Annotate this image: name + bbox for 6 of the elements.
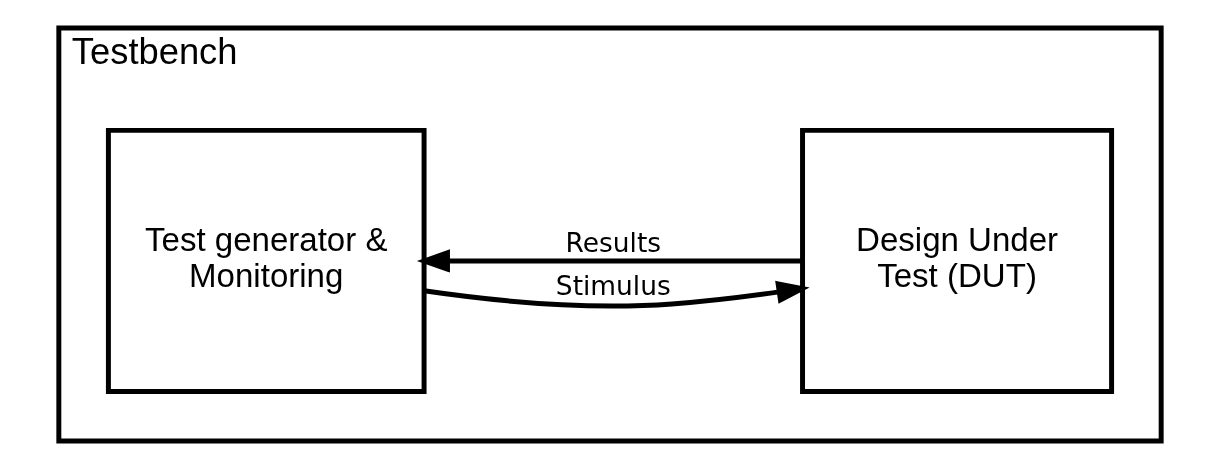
arrow	[423, 280, 810, 309]
node-box: Design Under Test (DUT)	[799, 127, 1114, 394]
arrow	[416, 249, 802, 273]
edge-label: Stimulus	[555, 270, 671, 302]
node-box: Test generator & Monitoring	[105, 127, 427, 394]
edge-label: Results	[565, 227, 661, 259]
